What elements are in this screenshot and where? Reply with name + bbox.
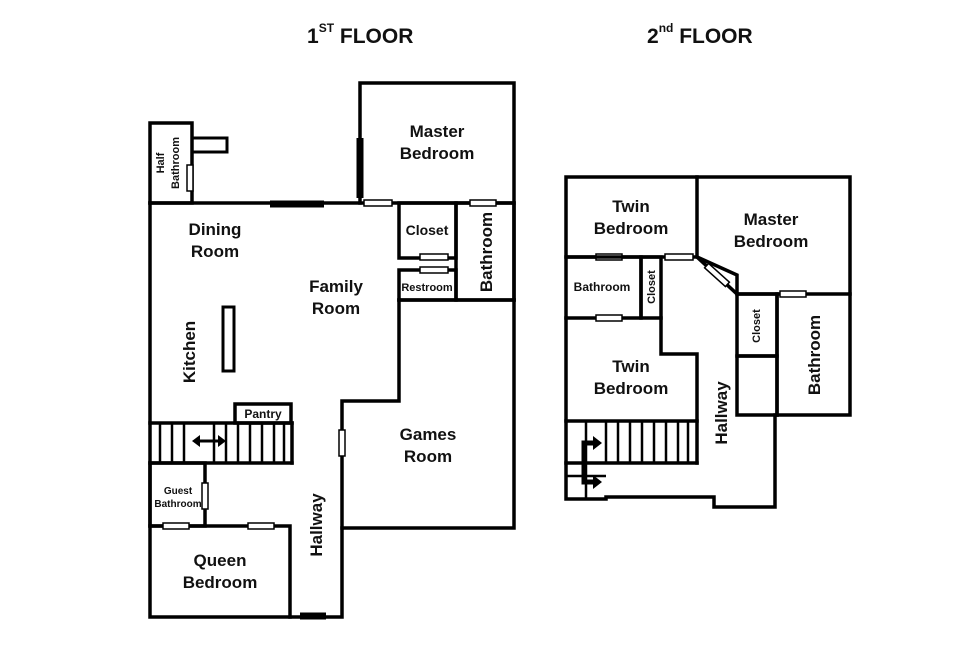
half-bathroom-label-2: Bathroom bbox=[170, 137, 182, 189]
twin-bedroom-top-walls bbox=[564, 175, 699, 259]
floor2-title: 2nd FLOOR bbox=[647, 21, 753, 49]
bathroom-small-label: Bathroom bbox=[574, 280, 631, 294]
master-bedroom-label-2: Bedroom bbox=[400, 144, 475, 163]
queen-bedroom-walls bbox=[148, 524, 292, 619]
floor1-title-text: FLOOR bbox=[334, 25, 414, 48]
floor1-hallway-label: Hallway bbox=[307, 493, 326, 557]
twin-bedroom-top-label-1: Twin bbox=[612, 197, 649, 216]
master-bedroom-2-label-1: Master bbox=[744, 210, 799, 229]
bathroom-door bbox=[469, 199, 497, 207]
family-room-label-1: Family bbox=[309, 277, 363, 296]
floor2-title-number: 2 bbox=[647, 25, 659, 48]
closet-left-label: Closet bbox=[646, 270, 658, 304]
floor2-hallway-label: Hallway bbox=[712, 381, 731, 445]
guest-bathroom-label-1: Guest bbox=[164, 486, 193, 497]
half-bathroom-fixture bbox=[190, 136, 229, 154]
floor1-title-suffix: ST bbox=[318, 21, 335, 35]
games-room-label-2: Room bbox=[404, 447, 452, 466]
twin-bedroom-bottom-label-2: Bedroom bbox=[594, 379, 669, 398]
bathroom-right-label: Bathroom bbox=[805, 315, 824, 395]
queen-bedroom-label-2: Bedroom bbox=[183, 573, 258, 592]
master-bedroom-door bbox=[363, 199, 393, 207]
half-bathroom-label-1: Half bbox=[155, 152, 167, 173]
closet-door bbox=[419, 253, 449, 261]
restroom-label: Restroom bbox=[401, 282, 453, 294]
closet-right-lower-walls bbox=[735, 354, 779, 417]
floor1-title-number: 1 bbox=[307, 25, 319, 48]
family-room-label-2: Room bbox=[312, 299, 360, 318]
games-room-label-1: Games bbox=[400, 425, 457, 444]
closet-right-label: Closet bbox=[751, 309, 763, 343]
stairs-turn-arrow-icon bbox=[581, 436, 602, 489]
twin-bedroom-top-label-2: Bedroom bbox=[594, 219, 669, 238]
bathroom-label: Bathroom bbox=[477, 212, 496, 292]
floor2-title-suffix: nd bbox=[658, 21, 674, 35]
floor2-plan bbox=[564, 175, 852, 509]
dining-room-label-1: Dining bbox=[189, 220, 242, 239]
kitchen-island bbox=[221, 305, 236, 373]
twin-bedroom-top-door bbox=[664, 253, 694, 261]
kitchen-label: Kitchen bbox=[180, 321, 199, 383]
twin-bedroom-bottom-label-1: Twin bbox=[612, 357, 649, 376]
queen-bedroom-label-1: Queen bbox=[194, 551, 247, 570]
queen-bedroom-door-2 bbox=[247, 522, 275, 530]
floor2-labels: Twin Bedroom Master Bedroom Bathroom Clo… bbox=[574, 197, 824, 445]
games-room-door bbox=[338, 429, 346, 457]
restroom-door bbox=[419, 266, 449, 274]
guest-bathroom-label-2: Bathroom bbox=[154, 499, 201, 510]
floor1-title: 1ST FLOOR bbox=[307, 21, 414, 49]
floor2-title-text: FLOOR bbox=[673, 25, 753, 48]
bathroom-right-door bbox=[779, 290, 807, 298]
queen-bedroom-door-1 bbox=[162, 522, 190, 530]
master-bedroom-2-door bbox=[703, 262, 731, 288]
bathroom-small-bottom-door bbox=[595, 314, 623, 322]
dining-room-label-2: Room bbox=[191, 242, 239, 261]
guest-bathroom-door bbox=[201, 482, 209, 510]
floor1-outer-wall bbox=[148, 201, 516, 619]
half-bathroom-door bbox=[186, 164, 194, 192]
games-room-wall bbox=[340, 298, 401, 530]
floor1-labels: Half Bathroom Master Bedroom Closet Rest… bbox=[154, 122, 496, 592]
stairs-arrow-icon bbox=[192, 435, 226, 447]
master-bedroom-2-label-2: Bedroom bbox=[734, 232, 809, 251]
floor1-plan bbox=[148, 81, 516, 620]
closet-label: Closet bbox=[406, 222, 449, 238]
closet-left-walls bbox=[639, 255, 663, 320]
pantry-label: Pantry bbox=[244, 407, 282, 421]
master-bedroom-label-1: Master bbox=[410, 122, 465, 141]
floor2-stairs bbox=[564, 419, 699, 499]
